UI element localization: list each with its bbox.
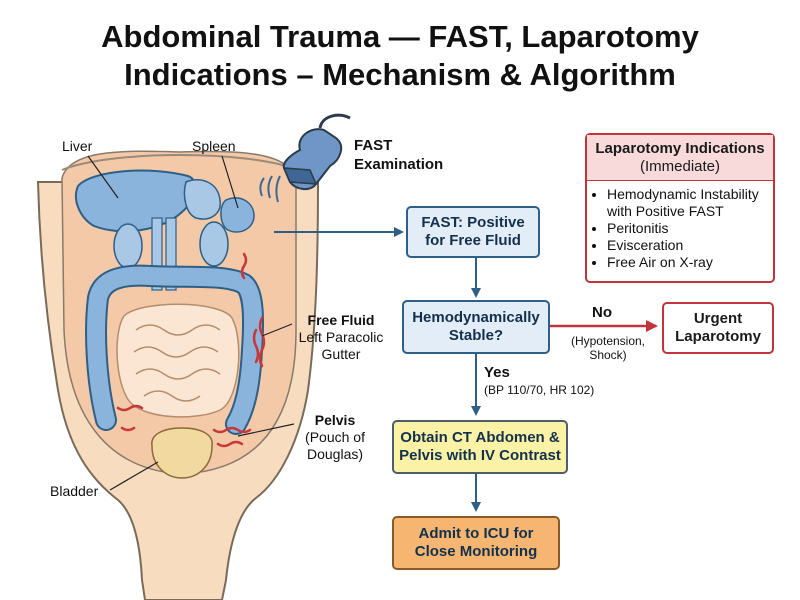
no-branch-detail: (Hypotension, Shock) xyxy=(560,334,656,362)
liver-label: Liver xyxy=(62,138,93,154)
yes-branch-detail: (BP 110/70, HR 102) xyxy=(484,383,595,397)
fast-positive-box: FAST: Positive for Free Fluid xyxy=(406,206,540,258)
probe-label-line1: FAST xyxy=(354,137,393,154)
urgent-line2: Laparotomy xyxy=(675,328,761,345)
stomach-organ xyxy=(183,179,221,220)
free-fluid-title: Free Fluid xyxy=(307,312,375,328)
flow-arrows xyxy=(274,227,658,512)
icu-line1: Admit to ICU for xyxy=(418,525,534,542)
page-title: Abdominal Trauma — FAST, Laparotomy Indi… xyxy=(0,18,800,94)
liver-organ xyxy=(75,169,197,233)
indication-item: Evisceration xyxy=(607,237,773,254)
indication-item: Hemodynamic Instability with Positive FA… xyxy=(607,186,773,220)
pelvis-title: Pelvis xyxy=(314,412,356,428)
page-title-line2: Indications – Mechanism & Algorithm xyxy=(124,57,676,92)
stable-line2: Stable? xyxy=(448,327,504,344)
spleen-label: Spleen xyxy=(192,138,236,154)
spleen-organ xyxy=(220,197,255,233)
left-kidney xyxy=(199,221,229,267)
pelvis-sub2: Douglas) xyxy=(306,446,364,462)
ultrasound-probe-icon xyxy=(259,113,351,203)
fast-positive-line1: FAST: Positive xyxy=(421,214,525,231)
ct-line1: Obtain CT Abdomen & xyxy=(400,429,560,446)
free-fluid-sub1: Left Paracolic xyxy=(298,329,384,345)
pelvis-label: Pelvis (Pouch of Douglas) xyxy=(298,412,372,463)
ct-line2: Pelvis with IV Contrast xyxy=(399,447,561,464)
no-detail-line1: (Hypotension, xyxy=(570,334,646,348)
page-title-line1: Abdominal Trauma — FAST, Laparotomy xyxy=(101,19,699,54)
no-branch-label: No xyxy=(592,304,612,321)
bladder-organ xyxy=(151,427,213,479)
free-fluid-label: Free Fluid Left Paracolic Gutter xyxy=(296,312,386,363)
indications-title: Laparotomy Indications xyxy=(595,140,765,157)
probe-label-line2: Examination xyxy=(354,156,444,173)
yes-branch-label: Yes xyxy=(484,364,510,381)
urgent-line1: Urgent xyxy=(693,310,743,327)
indication-item: Peritonitis xyxy=(607,220,773,237)
right-kidney xyxy=(113,223,143,269)
free-fluid-marks xyxy=(116,252,266,448)
laparotomy-indications-panel: Laparotomy Indications (Immediate) Hemod… xyxy=(585,133,775,283)
anatomy-leader-lines xyxy=(87,155,295,491)
admit-icu-box: Admit to ICU for Close Monitoring xyxy=(392,516,560,570)
ct-abdomen-box: Obtain CT Abdomen & Pelvis with IV Contr… xyxy=(392,420,568,474)
aorta xyxy=(151,217,163,291)
small-intestine xyxy=(116,303,240,418)
vena-cava xyxy=(165,217,177,291)
indications-subtitle: (Immediate) xyxy=(639,158,721,175)
hemodynamically-stable-box: Hemodynamically Stable? xyxy=(402,300,550,354)
fast-examination-label: FAST Examination xyxy=(354,136,443,174)
no-detail-line2: Shock) xyxy=(589,348,627,362)
icu-line2: Close Monitoring xyxy=(414,543,538,560)
pelvis-sub1: (Pouch of xyxy=(305,429,365,445)
bladder-label: Bladder xyxy=(50,483,99,499)
fast-positive-line2: for Free Fluid xyxy=(425,232,521,249)
indications-list: Hemodynamic Instability with Positive FA… xyxy=(587,186,773,271)
indications-header: Laparotomy Indications (Immediate) xyxy=(587,135,773,181)
stable-line1: Hemodynamically xyxy=(412,309,540,326)
free-fluid-sub2: Gutter xyxy=(321,346,361,362)
indication-item: Free Air on X-ray xyxy=(607,254,773,271)
urgent-laparotomy-box: Urgent Laparotomy xyxy=(662,302,774,354)
